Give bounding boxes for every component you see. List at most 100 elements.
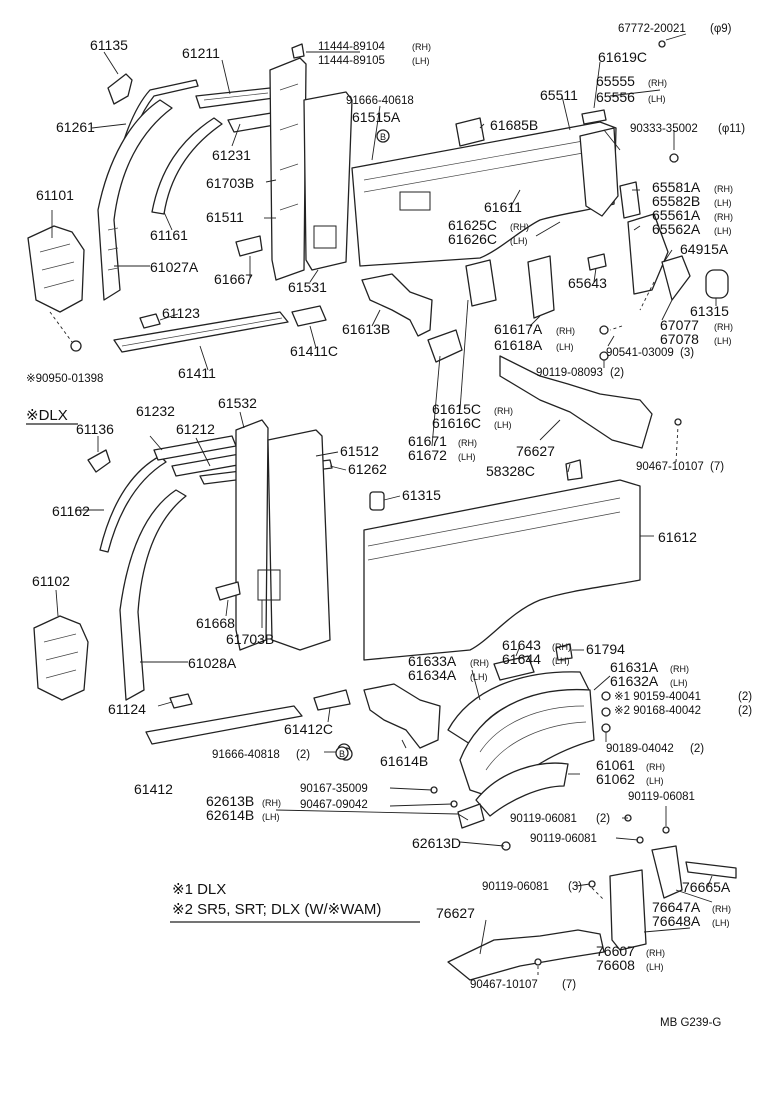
- suffix-rh-7: (RH): [714, 322, 733, 332]
- label-90119-06081-b: 90119-06081: [510, 813, 577, 825]
- label-61315-top: 61315: [690, 303, 729, 319]
- part-76627-top: [499, 355, 653, 449]
- label-61626C: 61626C: [448, 231, 497, 247]
- label-58328C: 58328C: [486, 463, 535, 479]
- suffix-lh-7: (LH): [714, 336, 732, 346]
- part-61061: [475, 762, 569, 817]
- label-61643: 61643: [502, 637, 541, 653]
- part-61412: [145, 705, 303, 745]
- part-76607: [609, 869, 647, 951]
- label-90168-40042: ※2 90168-40042: [614, 705, 701, 717]
- label-61616C: 61616C: [432, 415, 481, 431]
- label-61161: 61161: [150, 227, 188, 243]
- suffix-2d: (2): [690, 743, 704, 755]
- part-61619C: [581, 109, 607, 125]
- label-65582B: 65582B: [652, 193, 700, 209]
- label-11444-89105: 11444-89105: [318, 55, 385, 67]
- part-61668: [215, 581, 241, 601]
- part-62613B: [457, 803, 485, 829]
- suffix-rh-8: (RH): [494, 406, 513, 416]
- part-61671: [427, 329, 463, 363]
- label-62613B: 62613B: [206, 793, 254, 809]
- part-65561A: [627, 213, 669, 295]
- label-67077: 67077: [660, 317, 699, 333]
- suffix-rh-4: (RH): [714, 184, 733, 194]
- label-61102: 61102: [32, 573, 70, 589]
- part-61531: [303, 91, 353, 271]
- suffix-lh-3: (LH): [510, 236, 528, 246]
- label-61261: 61261: [56, 119, 95, 135]
- part-61123: [139, 313, 161, 329]
- suffix-rh-1: (RH): [412, 42, 431, 52]
- label-61262: 61262: [348, 461, 387, 477]
- label-61531: 61531: [288, 279, 327, 295]
- label-61123: 61123: [162, 305, 200, 321]
- suffix-lh-6: (LH): [556, 342, 574, 352]
- diagram-code: MB G239-G: [660, 1017, 721, 1029]
- suffix-rh-2: (RH): [648, 78, 667, 88]
- label-65555: 65555: [596, 73, 635, 89]
- label-61617A: 61617A: [494, 321, 543, 337]
- part-61136: [87, 449, 111, 473]
- nut-90189: [601, 723, 611, 733]
- label-90541-03009: 90541-03009: [606, 347, 674, 359]
- label-65511: 65511: [540, 87, 578, 103]
- label-61625C: 61625C: [448, 217, 497, 233]
- label-90467-09042: 90467-09042: [300, 799, 368, 811]
- label-61633A: 61633A: [408, 653, 457, 669]
- label-61619C: 61619C: [598, 49, 647, 65]
- suffix-lh-4: (LH): [714, 198, 732, 208]
- suffix-2e: (2): [296, 749, 310, 761]
- suffix-2c: (2): [738, 705, 752, 717]
- suffix-3a: (3): [680, 347, 694, 359]
- label-61615C: 61615C: [432, 401, 481, 417]
- suffix-7a: (7): [710, 461, 724, 473]
- label-61231: 61231: [212, 147, 251, 163]
- label-90119-08093: 90119-08093: [536, 367, 603, 379]
- label-61612: 61612: [658, 529, 697, 545]
- suffix-3b: (3): [568, 881, 582, 893]
- leader-lines: [49, 33, 717, 976]
- label-11444-89104: 11444-89104: [318, 41, 386, 53]
- circle-b-bottom: B: [339, 749, 345, 759]
- suffix-2b: (2): [738, 691, 752, 703]
- part-67077: [661, 255, 691, 301]
- suffix-rh-12: (RH): [670, 664, 689, 674]
- label-76607: 76607: [596, 943, 635, 959]
- suffix-rh-11: (RH): [470, 658, 489, 668]
- part-65581A: [619, 181, 641, 219]
- part-61412C: [313, 689, 351, 711]
- suffix-lh-10: (LH): [552, 656, 570, 666]
- label-61634A: 61634A: [408, 667, 457, 683]
- label-64915A: 64915A: [680, 241, 729, 257]
- label-90189-04042: 90189-04042: [606, 743, 674, 755]
- screw-90541: [599, 325, 609, 335]
- label-61411: 61411: [178, 365, 216, 381]
- label-61028A: 61028A: [188, 655, 237, 671]
- label-61631A: 61631A: [610, 659, 659, 675]
- label-90119-06081-c: 90119-06081: [530, 833, 597, 845]
- part-61161: [151, 117, 223, 215]
- part-65511: [579, 127, 619, 217]
- label-61611: 61611: [484, 199, 522, 215]
- label-65643: 65643: [568, 275, 607, 291]
- part-76627-bottom: [447, 929, 605, 981]
- part-61685B: [455, 117, 485, 147]
- suffix-rh-15: (RH): [712, 904, 731, 914]
- bolt-90119-06081-a: [662, 826, 670, 834]
- part-61102: [33, 615, 89, 701]
- label-91666-40818: 91666-40818: [212, 749, 280, 761]
- label-61618A: 61618A: [494, 337, 543, 353]
- label-61124: 61124: [108, 701, 146, 717]
- suffix-2a: (2): [610, 367, 624, 379]
- label-61232: 61232: [136, 403, 175, 419]
- label-62614B: 62614B: [206, 807, 254, 823]
- plug-90950: [70, 340, 82, 352]
- label-65581A: 65581A: [652, 179, 701, 195]
- part-61512: [267, 429, 331, 651]
- part-76665A: [685, 861, 737, 879]
- label-90119-06081-d: 90119-06081: [482, 881, 549, 893]
- suffix-phi9: (φ9): [710, 23, 732, 35]
- part-61411C: [291, 305, 327, 327]
